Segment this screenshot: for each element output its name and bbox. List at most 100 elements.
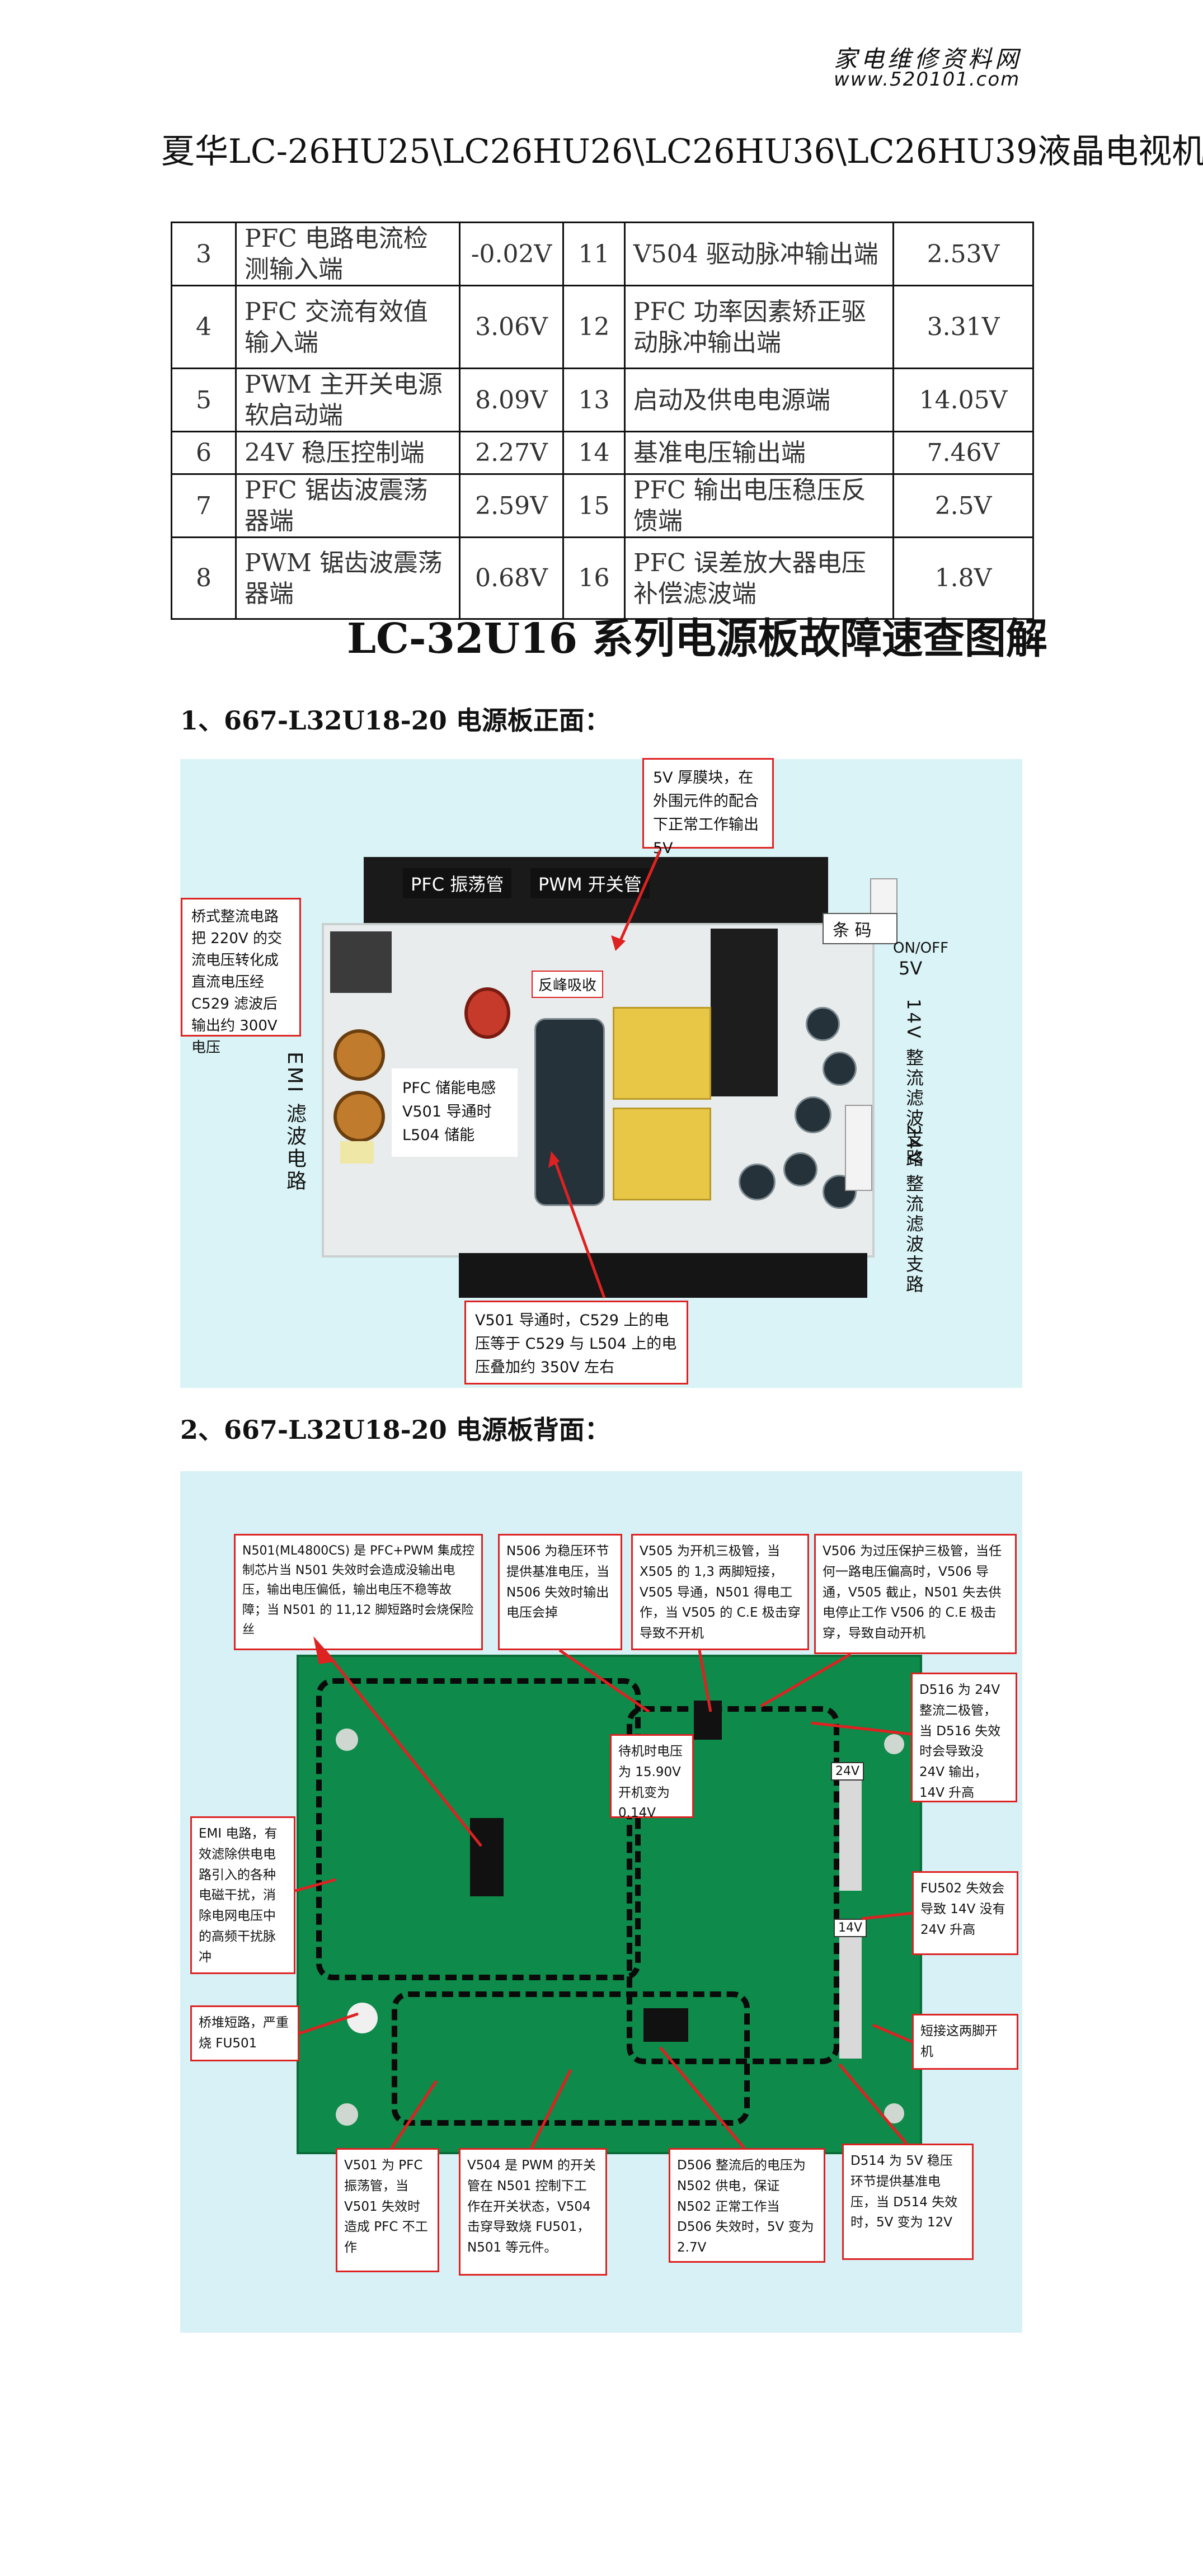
front-side-heading: 1、667-L32U18-20 电源板正面： (180, 705, 610, 736)
callout-d506-supply: D506 整流后的电压为 N502 供电，保证 N502 正常工作当 D506 … (669, 2148, 825, 2263)
label-emi-filter: EMI 滤波电路 (283, 1052, 306, 1193)
pin-voltage: 14.05V (892, 368, 1034, 432)
connector-strip (839, 1930, 862, 2059)
barcode-sticker (823, 913, 897, 944)
callout-5v-module: 5V 厚膜块，在外围元件的配合下正常工作输出 5V (642, 758, 774, 857)
callout-standby-voltage: 待机时电压为 15.90V 开机变为 0.14V (610, 1734, 694, 1820)
pin-voltage: 7.46V (892, 431, 1034, 475)
fuse-block (340, 1141, 374, 1164)
ic-chip-icon (643, 2008, 688, 2042)
capacitor-icon (739, 1164, 776, 1200)
callout-v504-pwm: V504 是 PWM 的开关管在 N501 控制下工作在开关状态，V504 击穿… (459, 2148, 607, 2276)
pin-description: 启动及供电电源端 (624, 368, 894, 432)
label-5v-out: 5V (899, 958, 923, 979)
barcode-label: 条 码 (833, 921, 872, 940)
connector-block (845, 1105, 872, 1191)
solder-pad-icon (347, 2003, 378, 2033)
section-title: LC-32U16 系列电源板故障速查图解 (347, 615, 1047, 663)
back-side-heading: 2、667-L32U18-20 电源板背面： (180, 1415, 610, 1445)
callout-v501-pfc: V501 为 PFC 振荡管，当 V501 失效时造成 PFC 不工作 (336, 2148, 439, 2272)
pin-voltage: 2.59V (459, 473, 564, 538)
callout-n506-reference: N506 为稳压环节提供基准电压，当 N506 失效时输出电压会掉 (498, 1534, 622, 1650)
label-24v-rectifier: 24V 整流滤波支路 (903, 1124, 924, 1295)
pin-voltage: 0.68V (459, 536, 564, 620)
table-row: 3 PFC 电路电流检测输入端 -0.02V 11 V504 驱动脉冲输出端 2… (171, 222, 1034, 286)
pin-voltage: 3.31V (892, 285, 1034, 369)
callout-d516-rectifier: D516 为 24V 整流二极管，当 D516 失效时会导致没 24V 输出，1… (911, 1673, 1017, 1802)
callout-v501-conduction: V501 导通时，C529 上的电压等于 C529 与 L504 上的电压叠加约… (464, 1301, 688, 1384)
pin-number: 3 (171, 222, 237, 286)
pin-voltage: 2.27V (459, 431, 564, 475)
ic-chip-icon (470, 1818, 504, 1896)
capacitor-icon (823, 1052, 857, 1086)
pin-number: 14 (562, 431, 626, 475)
callout-fu502-fuse: FU502 失效会导致 14V 没有 24V 升高 (912, 1871, 1018, 1955)
pin-number: 5 (171, 368, 237, 432)
pin-number: 4 (171, 285, 237, 369)
table-row: 5 PWM 主开关电源软启动端 8.09V 13 启动及供电电源端 14.05V (171, 368, 1034, 432)
callout-n501-controller: N501(ML4800CS) 是 PFC+PWM 集成控制芯片当 N501 失效… (234, 1534, 483, 1650)
pin-number: 7 (171, 473, 237, 538)
transformer-block (330, 931, 392, 993)
pcb-trace-outline (316, 1678, 641, 1980)
pin-description: PWM 锯齿波震荡器端 (235, 536, 460, 620)
table-row: 6 24V 稳压控制端 2.27V 14 基准电压输出端 7.46V (171, 431, 1034, 475)
pin-number: 15 (562, 473, 626, 538)
label-pfc-oscillator: PFC 振荡管 (403, 868, 512, 898)
pin-description: PFC 误差放大器电压补偿滤波端 (624, 536, 894, 620)
solder-pad-icon (336, 2103, 358, 2126)
callout-v506-overvoltage: V506 为过压保护三极管，当任何一路电压偏高时，V506 导通，V505 截止… (814, 1534, 1017, 1654)
emi-coil-icon (333, 1029, 385, 1081)
pin-description: PFC 输出电压稳压反馈端 (624, 473, 894, 538)
pin-description: 基准电压输出端 (624, 431, 894, 475)
film-capacitor-icon (613, 1108, 711, 1200)
callout-d514-reference: D514 为 5V 稳压环节提供基准电压，当 D514 失效时，5V 变为 12… (842, 2144, 974, 2260)
pin-voltage: 1.8V (892, 536, 1034, 620)
label-on-off: ON/OFF (893, 940, 949, 957)
heatsink-bottom (459, 1253, 867, 1298)
pin-voltage: 3.06V (459, 285, 564, 369)
callout-v505-power-on: V505 为开机三极管，当 X505 的 1,3 两脚短接，V505 导通，N5… (631, 1534, 809, 1650)
callout-short-pins: 短接这两脚开机 (912, 2014, 1018, 2070)
pin-description: PWM 主开关电源软启动端 (235, 368, 460, 432)
pin-description: PFC 电路电流检测输入端 (235, 222, 460, 286)
solder-pad-icon (884, 1734, 904, 1754)
pin-number: 16 (562, 536, 626, 620)
pin-description: PFC 锯齿波震荡器端 (235, 473, 460, 538)
pin-description: 24V 稳压控制端 (235, 431, 460, 475)
document-title: 夏华LC-26HU25\LC26HU26\LC26HU36\LC26HU39液晶… (161, 132, 1203, 171)
pin-number: 12 (562, 285, 626, 369)
solder-pad-icon (336, 1729, 358, 1751)
ic-chip-icon (694, 1701, 722, 1740)
back-board-pcb (297, 1655, 922, 2154)
table-row: 7 PFC 锯齿波震荡器端 2.59V 15 PFC 输出电压稳压反馈端 2.5… (171, 473, 1034, 538)
pcb-trace-outline (627, 1706, 839, 2064)
watermark-site-name: 家电维修资料网 (834, 45, 1022, 73)
label-snubber: 反峰吸收 (532, 971, 604, 998)
callout-bridge-short: 桥堆短路，严重烧 FU501 (190, 2005, 299, 2061)
emi-coil-icon (333, 1091, 385, 1142)
pin-number: 8 (171, 536, 237, 620)
callout-pfc-inductor: PFC 储能电感 V501 导通时 L504 储能 (392, 1068, 518, 1157)
pin-voltage-table: 3 PFC 电路电流检测输入端 -0.02V 11 V504 驱动脉冲输出端 2… (171, 222, 1034, 620)
pin-number: 13 (562, 368, 626, 432)
label-14v-rectifier: 14V 整流滤波支路 (903, 999, 924, 1169)
capacitor-icon (806, 1007, 840, 1041)
pcb-trace-outline (392, 1991, 750, 2126)
capacitor-icon (795, 1096, 831, 1133)
label-24v: 24V (831, 1762, 864, 1781)
table-row: 4 PFC 交流有效值输入端 3.06V 12 PFC 功率因素矫正驱动脉冲输出… (171, 285, 1034, 369)
callout-bridge-rectifier: 桥式整流电路把 220V 的交流电压转化成直流电压经 C529 滤波后输出约 3… (181, 898, 301, 1056)
label-pwm-switch: PWM 开关管 (530, 868, 650, 898)
pin-voltage: 2.53V (892, 222, 1034, 286)
pin-description: PFC 交流有效值输入端 (235, 285, 460, 369)
connector-strip (839, 1762, 862, 1891)
film-capacitor-icon (613, 1007, 711, 1100)
pin-voltage: -0.02V (459, 222, 564, 286)
main-capacitor-icon (534, 1018, 605, 1206)
label-14v: 14V (834, 1919, 867, 1937)
callout-emi-circuit: EMI 电路，有效滤除供电电路引入的各种电磁干扰，消除电网电压中的高频干扰脉冲 (190, 1816, 295, 1974)
pin-voltage: 8.09V (459, 368, 564, 432)
